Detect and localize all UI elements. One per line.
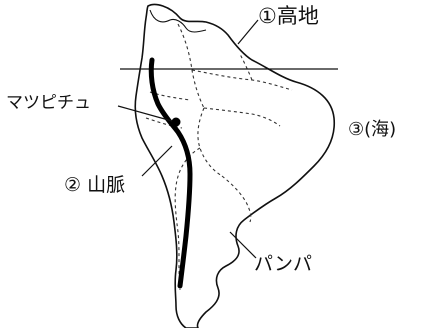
label-highland: ①高地 (258, 4, 319, 28)
leader-mountain-range (141, 145, 173, 177)
north-coast-detail (149, 9, 207, 33)
leader-highland (237, 19, 259, 45)
border-9 (239, 53, 253, 81)
continent-outline (134, 3, 336, 328)
border-8 (145, 117, 183, 129)
border-7 (149, 91, 191, 101)
border-3 (197, 107, 223, 177)
leader-machu-picchu (117, 105, 173, 122)
label-pampa: パンパ (254, 253, 312, 275)
label-sea: ③(海) (348, 119, 397, 140)
border-6 (174, 147, 201, 291)
machu-picchu-marker (171, 117, 181, 127)
label-machu-picchu: マツピチュ (6, 93, 91, 113)
andes-mountain-range (148, 57, 193, 289)
leader-pampa (229, 231, 257, 259)
label-mountain-range: ② 山脈 (64, 174, 126, 196)
border-4 (203, 107, 281, 127)
